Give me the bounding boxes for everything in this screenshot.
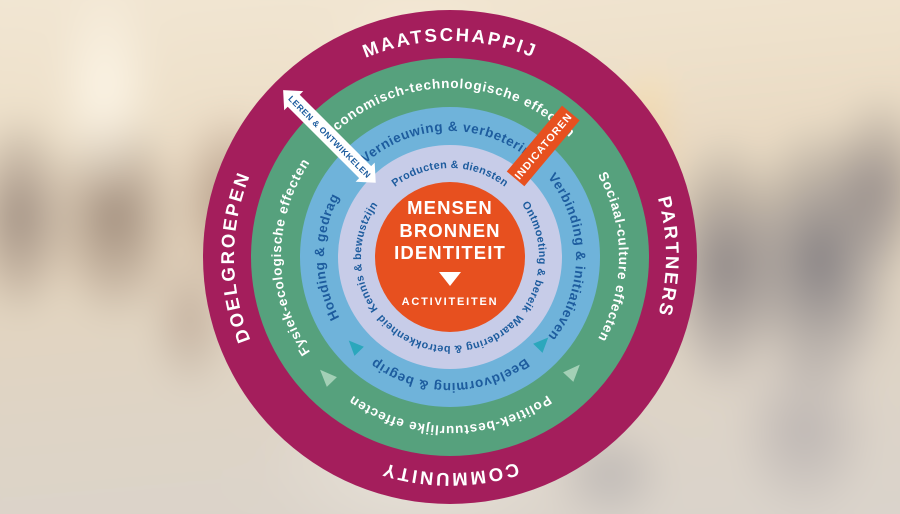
- flow-arrow-icon: [533, 337, 549, 353]
- activiteiten-label: ACTIVITEITEN: [402, 296, 499, 308]
- flow-arrow-icon: [320, 369, 337, 387]
- center-label-line2: BRONNEN: [399, 220, 500, 241]
- double-arrow-icon: [283, 90, 376, 183]
- flow-arrow-icon: [563, 364, 580, 382]
- center-circle: [375, 182, 525, 332]
- center-label-line1: MENSEN: [407, 197, 493, 218]
- indicatoren-tag-background: [506, 105, 580, 187]
- down-arrow-icon: [439, 272, 461, 286]
- flow-arrow-icon: [348, 340, 364, 356]
- center-label-line3: IDENTITEIT: [394, 242, 506, 263]
